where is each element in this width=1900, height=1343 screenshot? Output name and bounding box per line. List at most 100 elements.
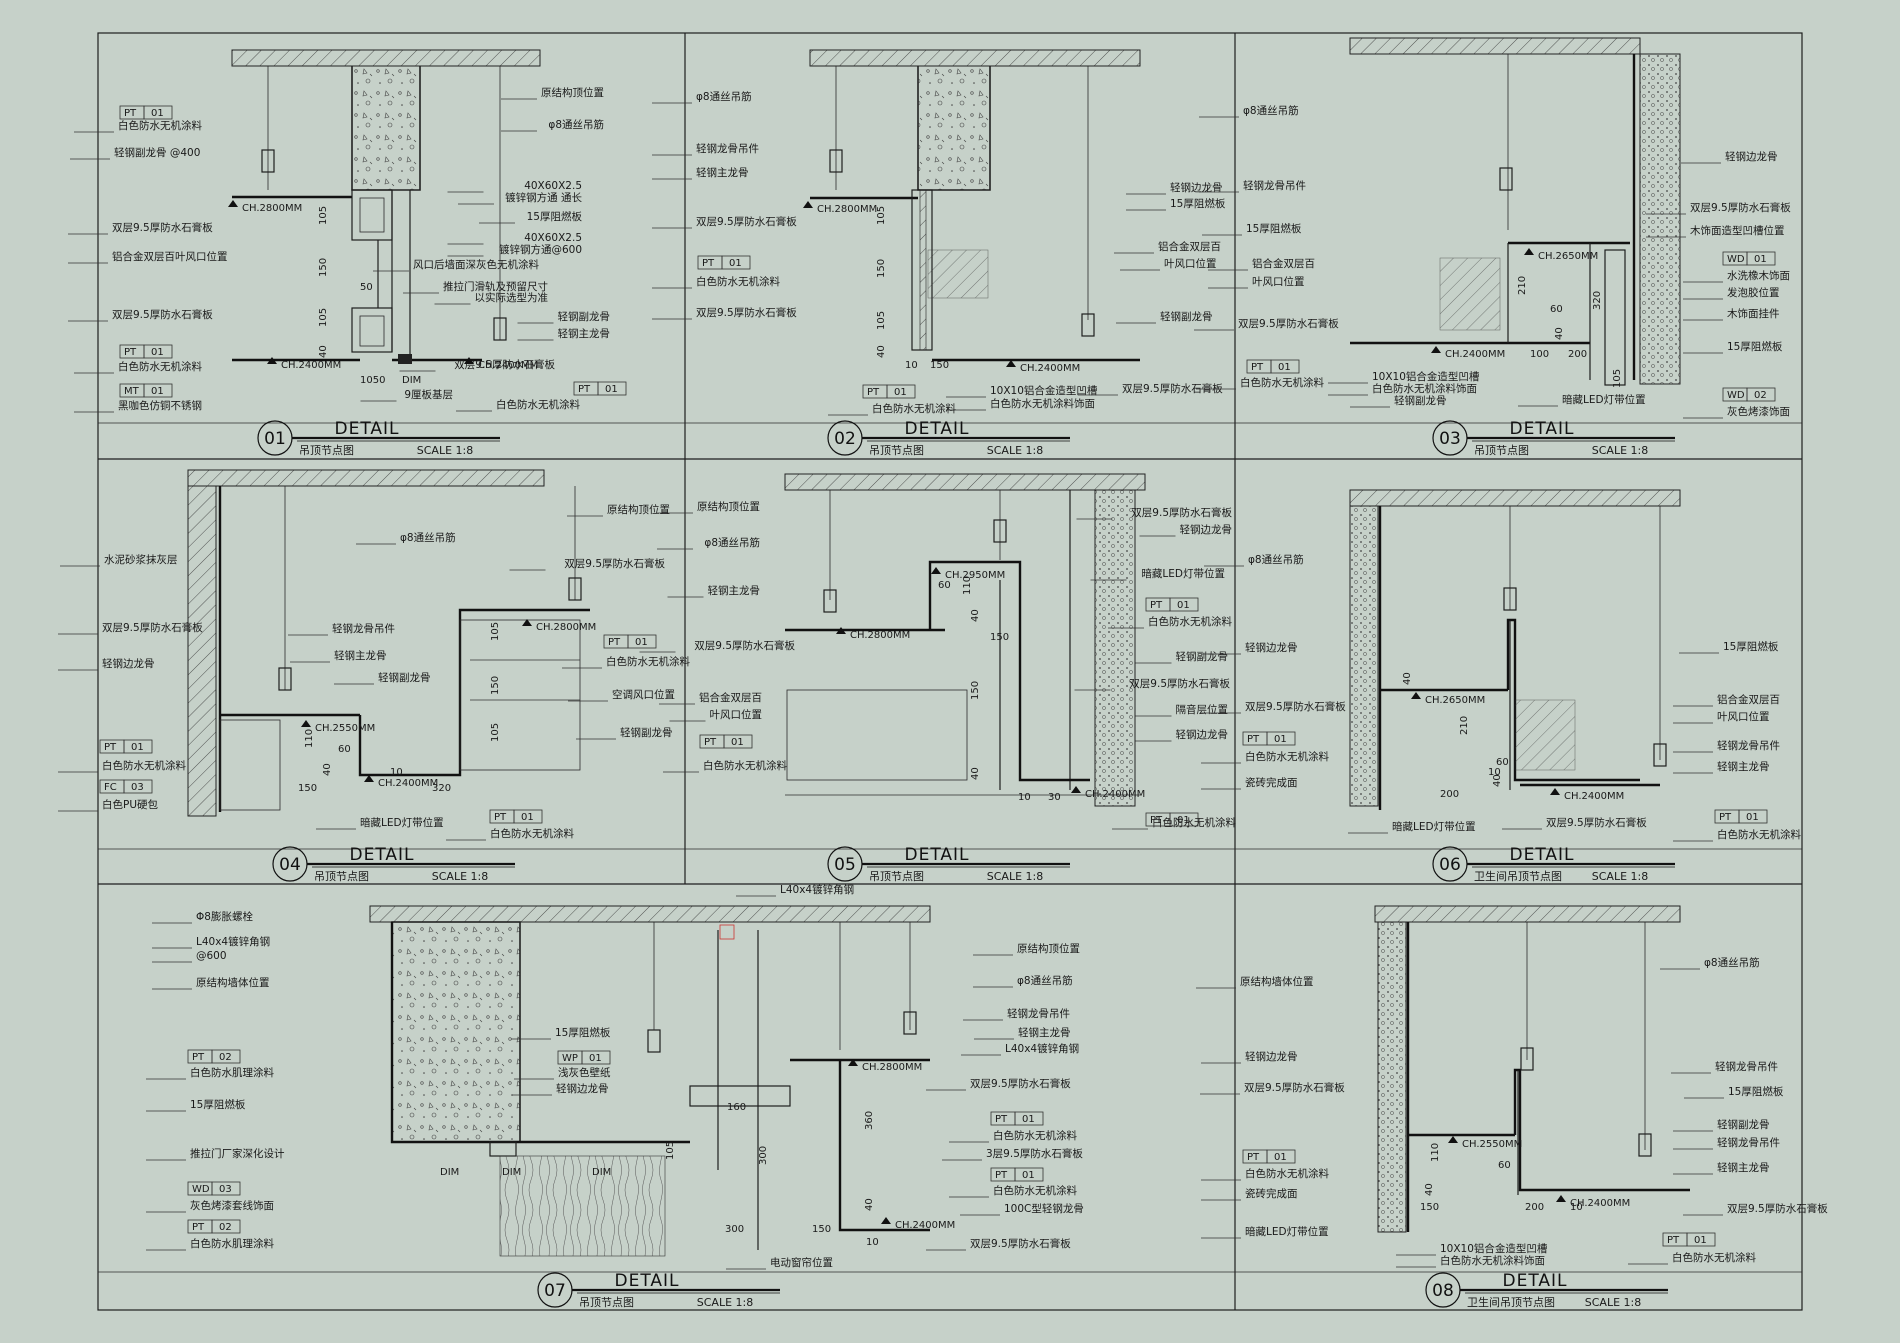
callout-label: 白色防水无机涂料饰面: [1372, 382, 1477, 395]
material-tag-box: [1169, 812, 1199, 827]
material-tag-number: 01: [589, 1053, 602, 1064]
callout-label: 白色防水无机涂料: [1152, 816, 1236, 829]
dimension-value: 40: [864, 1198, 875, 1211]
callout-label: 轻钢副龙骨: [620, 726, 673, 739]
material-tag-number: 01: [1274, 1152, 1287, 1163]
detail-title: DETAIL: [1509, 419, 1574, 439]
callout-label: 白色防水无机涂料: [1148, 615, 1232, 628]
callout-label: 15厚阻燃板: [1246, 222, 1302, 235]
dimension-value: 10: [866, 1237, 879, 1248]
callout-label: 轻钢边龙骨: [1245, 641, 1298, 654]
callout-label: φ8通丝吊筋: [704, 536, 760, 549]
detail-scale: SCALE 1:8: [1592, 870, 1648, 883]
callout-label: 双层9.5厚防水石膏板: [1238, 317, 1339, 330]
dimension-value: 150: [812, 1224, 831, 1235]
callout-label: 轻钢副龙骨: [1394, 394, 1447, 407]
callout-label: 白色防水无机涂料: [696, 275, 780, 288]
callout-label: 空调风口位置: [612, 688, 675, 701]
callout-label: 水泥砂浆抹灰层: [104, 553, 178, 566]
detail-number: 08: [1432, 1281, 1454, 1301]
dimension-value: 105: [876, 311, 887, 330]
ceiling-height-label: CH.2400MM: [1445, 349, 1505, 360]
dimension-value: 10: [390, 767, 403, 778]
callout-label: φ8通丝吊筋: [1243, 104, 1299, 117]
detail-scale: SCALE 1:8: [417, 444, 473, 457]
callout-label: 双层9.5厚防水石膏板: [112, 221, 213, 234]
material-tag-number: 03: [219, 1184, 232, 1195]
callout-label: 轻钢龙骨吊件: [696, 142, 759, 155]
callout-label: 瓷砖完成面: [1245, 776, 1298, 789]
callout-label: 轻钢边龙骨: [1725, 150, 1778, 163]
detail-number: 02: [834, 429, 856, 449]
labels-04: 原结构顶位置φ8通丝吊筋水泥砂浆抹灰层双层9.5厚防水石膏板双层9.5厚防水石膏…: [58, 503, 690, 841]
material-tag-box: [211, 1181, 241, 1196]
callout-label: 白色防水无机涂料: [102, 759, 186, 772]
callout-label: 原结构墙体位置: [1240, 975, 1314, 988]
labels-05: 原结构顶位置φ8通丝吊筋轻钢主龙骨双层9.5厚防水石膏板铝合金双层百叶风口位置白…: [639, 500, 1236, 830]
detail-03: φ8通丝吊筋轻钢边龙骨轻钢龙骨吊件15厚阻燃板铝合金双层百叶风口位置双层9.5厚…: [1194, 37, 1791, 419]
material-tag-number: 03: [131, 782, 144, 793]
material-tag-code: PT: [124, 347, 137, 358]
detail-scale: SCALE 1:8: [432, 870, 488, 883]
level-marker-icon: [267, 357, 277, 364]
material-tag-code: PT: [192, 1222, 205, 1233]
level-marker-icon: [1524, 248, 1534, 255]
callout-label: 10X10铝合金造型凹槽: [1440, 1242, 1548, 1255]
callout-label: 白色防水无机涂料: [490, 827, 574, 840]
detail-04: 原结构顶位置φ8通丝吊筋水泥砂浆抹灰层双层9.5厚防水石膏板双层9.5厚防水石膏…: [58, 469, 690, 841]
ceiling-height-label: CH.2400MM: [1020, 363, 1080, 374]
dimension-value: 105: [665, 1141, 676, 1160]
labels-03: φ8通丝吊筋轻钢边龙骨轻钢龙骨吊件15厚阻燃板铝合金双层百叶风口位置双层9.5厚…: [1194, 104, 1791, 419]
callout-label: 原结构墙体位置: [196, 976, 270, 989]
callout-label: 轻钢副龙骨 @400: [114, 146, 200, 159]
callout-label: 轻钢龙骨吊件: [332, 622, 395, 635]
callout-label: 叶风口位置: [1252, 275, 1305, 288]
callout-label: 灰色烤漆套线饰面: [190, 1199, 274, 1212]
material-tag-box: [513, 809, 543, 824]
dimension-value: 150: [990, 632, 1009, 643]
dimension-value: 110: [304, 729, 315, 748]
labels-07: L40x4镀锌角钢Φ8膨胀螺栓L40x4镀锌角钢@600原结构墙体位置白色防水肌…: [146, 883, 1084, 1270]
material-tag-number: 01: [1022, 1170, 1035, 1181]
dimension-value: 10: [1488, 767, 1501, 778]
material-tag-number: 01: [1746, 812, 1759, 823]
material-tag-number: 01: [521, 812, 534, 823]
dimension-value: 300: [758, 1146, 769, 1165]
callout-label: 9厘板基层: [404, 388, 453, 401]
dimension-value: 160: [727, 1102, 746, 1113]
dimension-value: 40: [1492, 774, 1503, 787]
ceiling-height-label: CH.2400MM: [281, 360, 341, 371]
callout-label: 轻钢边龙骨: [556, 1082, 609, 1095]
material-tag-code: PT: [704, 737, 717, 748]
callout-label: 双层9.5厚防水石膏板: [694, 639, 795, 652]
dimension-value: DIM: [402, 375, 421, 386]
callout-label: 叶风口位置: [710, 708, 763, 721]
dimension-value: 40: [876, 345, 887, 358]
material-tag-box: [123, 779, 153, 794]
detail-caption: 吊顶节点图: [869, 444, 924, 457]
callout-label: φ8通丝吊筋: [1704, 956, 1760, 969]
material-tag-box: [1270, 359, 1300, 374]
callout-label: 100C型轻钢龙骨: [1004, 1202, 1084, 1215]
callout-label: 灰色烤漆饰面: [1727, 405, 1790, 418]
callout-label: 双层9.5厚防水石膏板: [970, 1077, 1071, 1090]
labels-06: φ8通丝吊筋15厚阻燃板轻钢边龙骨双层9.5厚防水石膏板白色防水无机涂料瓷砖完成…: [1201, 553, 1801, 842]
material-tag-code: PT: [995, 1170, 1008, 1181]
callout-label: 双层9.5厚防水石膏板: [454, 358, 555, 371]
callout-label: 双层9.5厚防水石膏板: [1546, 816, 1647, 829]
material-tag-number: 01: [635, 637, 648, 648]
callout-label: 轻钢主龙骨: [1018, 1026, 1071, 1039]
callout-label: L40x4镀锌角钢: [196, 935, 270, 948]
dimension-value: 320: [1592, 291, 1603, 310]
dimension-value: 10: [1018, 792, 1031, 803]
callout-label: 轻钢边龙骨: [102, 657, 155, 670]
callout-label: 白色防水无机涂料: [993, 1184, 1077, 1197]
sheet-frame: [97, 32, 1803, 1311]
callout-label: 双层9.5厚防水石膏板: [102, 621, 203, 634]
callout-label: 暗藏LED灯带位置: [360, 816, 444, 829]
dimension-value: 105: [876, 206, 887, 225]
callout-label: φ8通丝吊筋: [548, 118, 604, 131]
